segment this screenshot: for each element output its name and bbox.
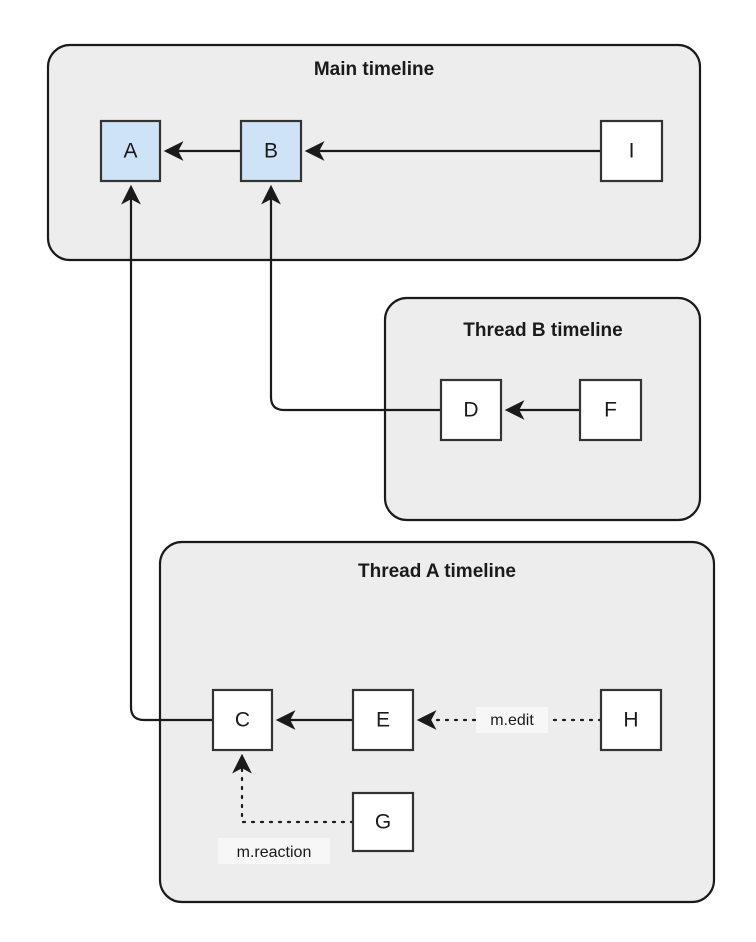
node-b-label: B xyxy=(264,140,278,163)
node-i-box xyxy=(599,119,664,183)
node-h-box xyxy=(599,688,663,752)
node-f-label: F xyxy=(604,399,617,422)
node-h-label: H xyxy=(623,709,638,732)
group-thread-a-timeline-label: Thread A timeline xyxy=(358,561,516,582)
node-i-label: I xyxy=(629,140,635,163)
node-c-box xyxy=(211,688,274,752)
group-thread-b-timeline-label: Thread B timeline xyxy=(463,320,622,341)
node-c-label: C xyxy=(235,709,250,732)
node-c[interactable]: C xyxy=(211,688,274,752)
node-a[interactable]: A xyxy=(99,119,162,183)
group-main-timeline[interactable]: Main timeline xyxy=(46,43,702,262)
group-thread-a-timeline-box xyxy=(158,540,716,904)
group-main-timeline-box xyxy=(46,43,702,262)
node-g-label: G xyxy=(375,811,391,834)
node-i[interactable]: I xyxy=(599,119,664,183)
edge-g-to-c xyxy=(232,753,355,824)
group-thread-a-timeline[interactable]: Thread A timeline xyxy=(158,540,716,904)
edge-label-m-reaction: m.reaction xyxy=(218,838,330,864)
edge-label-m-edit: m.edit xyxy=(476,707,548,733)
node-d-box xyxy=(439,378,503,442)
node-a-label: A xyxy=(123,140,137,163)
node-e[interactable]: E xyxy=(351,688,415,752)
edge-label-m-edit-bg xyxy=(476,707,548,733)
edge-label-m-edit-text: m.edit xyxy=(490,712,534,729)
node-d-label: D xyxy=(463,399,478,422)
node-g-box xyxy=(351,791,415,853)
node-b[interactable]: B xyxy=(239,119,303,183)
edge-c-to-a xyxy=(121,184,213,722)
edge-label-m-reaction-text: m.reaction xyxy=(237,844,312,861)
edge-label-m-reaction-bg xyxy=(218,838,330,864)
node-b-box xyxy=(239,119,303,183)
node-f[interactable]: F xyxy=(578,378,643,442)
node-f-box xyxy=(578,378,643,442)
node-h[interactable]: H xyxy=(599,688,663,752)
node-a-box xyxy=(99,119,162,183)
node-g[interactable]: G xyxy=(351,791,415,853)
edge-d-to-b xyxy=(261,184,441,412)
node-d[interactable]: D xyxy=(439,378,503,442)
group-main-timeline-label: Main timeline xyxy=(314,59,434,80)
node-e-box xyxy=(351,688,415,752)
node-e-label: E xyxy=(376,709,390,732)
